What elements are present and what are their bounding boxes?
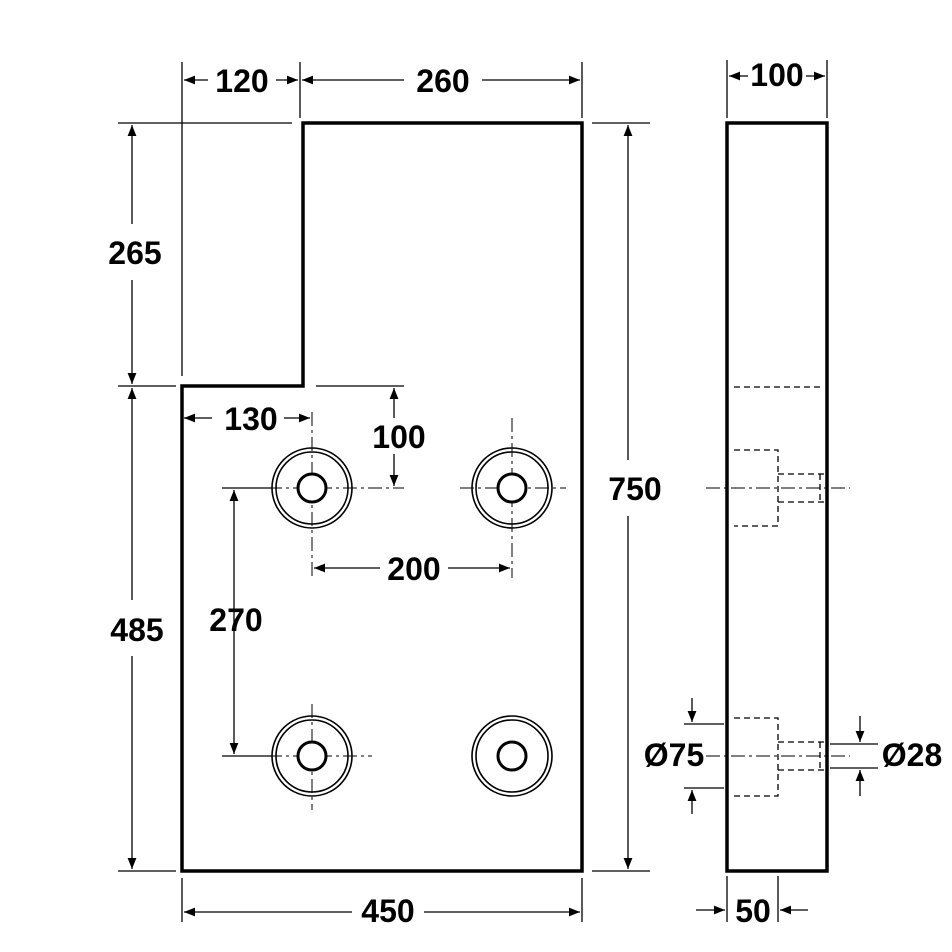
counterbored-hole-bottom-left [271, 715, 353, 797]
dim-top-width: 260 [416, 63, 469, 99]
dim-counterbore-diameter: Ø75 [644, 737, 704, 773]
dim-hole-spacing-x: 200 [387, 551, 440, 587]
side-dimension-lines [687, 71, 865, 915]
dim-thickness: 100 [750, 57, 803, 93]
counterbored-hole-bottom-right [471, 715, 553, 797]
counterbored-hole-top-right [471, 447, 553, 529]
side-extension-lines [684, 60, 878, 922]
dim-counterbore-depth: 50 [735, 893, 771, 929]
front-extension-lines [118, 62, 650, 922]
dim-hole-offset-y: 100 [372, 419, 425, 455]
side-hidden-lines [734, 386, 824, 797]
side-center-lines [706, 487, 850, 757]
plate-outline [180, 121, 584, 873]
front-dimension-lines [127, 75, 633, 917]
front-view: 120 260 265 485 130 100 200 270 750 450 [108, 62, 662, 929]
side-outline [725, 121, 829, 873]
side-view: 100 50 Ø75 Ø28 [644, 57, 942, 929]
dim-hole-offset-x: 130 [224, 401, 277, 437]
dim-hole-spacing-y: 270 [209, 602, 262, 638]
dim-step-width: 120 [215, 63, 268, 99]
dim-bore-diameter: Ø28 [882, 737, 942, 773]
dim-step-height: 265 [108, 235, 161, 271]
dim-total-height: 750 [608, 471, 661, 507]
counterbored-hole-top-left [271, 447, 353, 529]
dim-lower-height: 485 [110, 612, 163, 648]
dim-total-width: 450 [361, 893, 414, 929]
